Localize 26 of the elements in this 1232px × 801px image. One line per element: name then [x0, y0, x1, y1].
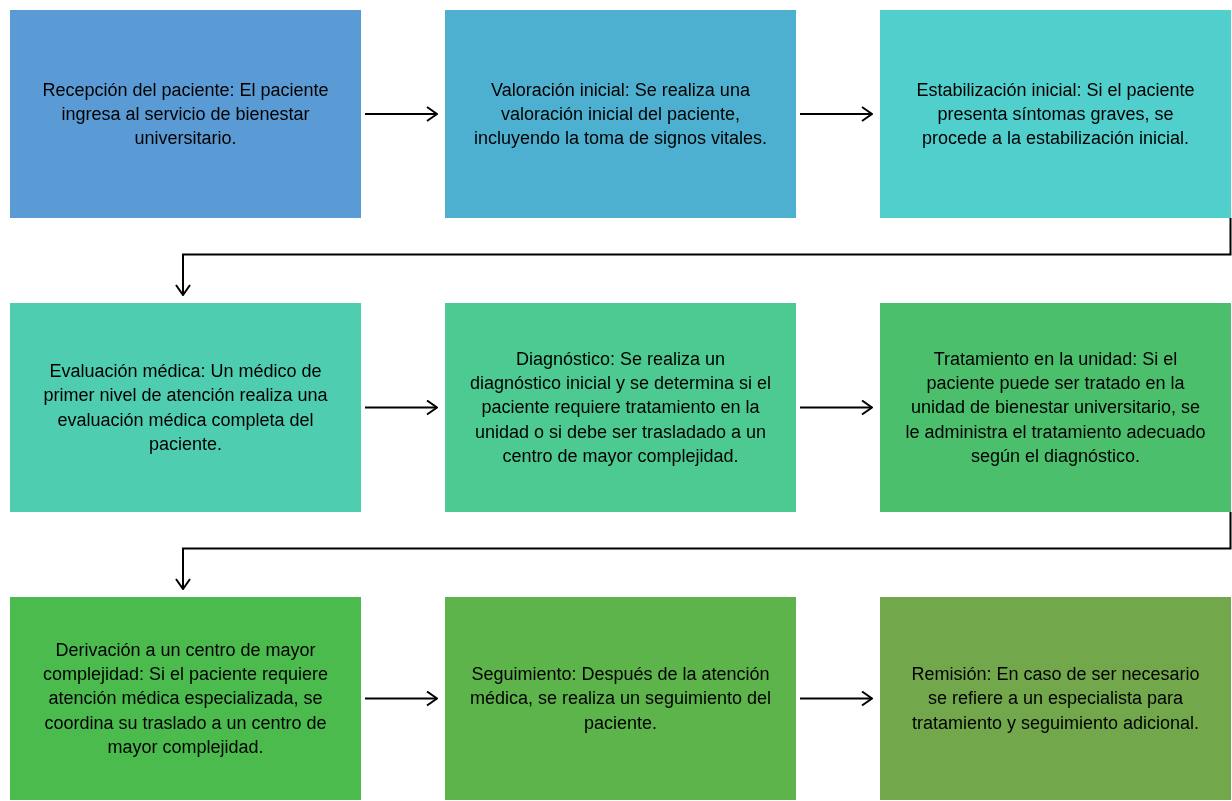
process-box [445, 303, 796, 512]
step-text: Remisión: En caso de ser necesario se refiere a un especialista para tratamiento y seguimiento adicional. [910, 663, 1201, 735]
step-text: Recepción del paciente: El paciente ingresa al servicio de bienestar universitario. [41, 78, 330, 151]
arrow [799, 399, 873, 416]
step-text: Tratamiento en la unidad: Si el paciente puede ser tratado en la unidad de bienestar universitario, se le administra el tratamiento adecuado según el diagnóstico. [904, 347, 1207, 468]
step-text: Valoración inicial: Se realiza una valoración inicial del paciente, incluyendo la toma de signos vitales. [472, 78, 769, 151]
process-box [445, 597, 796, 800]
process-box [880, 597, 1231, 800]
step-text: Estabilización inicial: Si el paciente presenta síntomas graves, se procede a la estabilización inicial. [915, 78, 1196, 151]
arrow [175, 511, 1232, 590]
process-box [880, 10, 1231, 218]
process-box [880, 303, 1231, 512]
step-text: Derivación a un centro de mayor complejidad: Si el paciente requiere atención médica especializada, se coordina su traslado a un centro de mayor complejidad. [41, 638, 330, 759]
process-box [10, 303, 361, 512]
arrow [364, 106, 438, 122]
process-box [445, 10, 796, 218]
arrow [799, 106, 873, 122]
process-box [10, 10, 361, 218]
arrow [799, 690, 873, 707]
arrow [364, 399, 438, 416]
arrow [175, 217, 1232, 296]
step-text: Seguimiento: Después de la atención médica, se realiza un seguimiento del paciente. [469, 663, 772, 735]
process-box [10, 597, 361, 800]
arrow [364, 690, 438, 707]
step-text: Diagnóstico: Se realiza un diagnóstico inicial y se determina si el paciente requiere tratamiento en la unidad o si debe ser trasladado a un centro de mayor complejidad. [469, 347, 772, 468]
step-text: Evaluación médica: Un médico de primer nivel de atención realiza una evaluación médica completa del paciente. [42, 359, 329, 456]
